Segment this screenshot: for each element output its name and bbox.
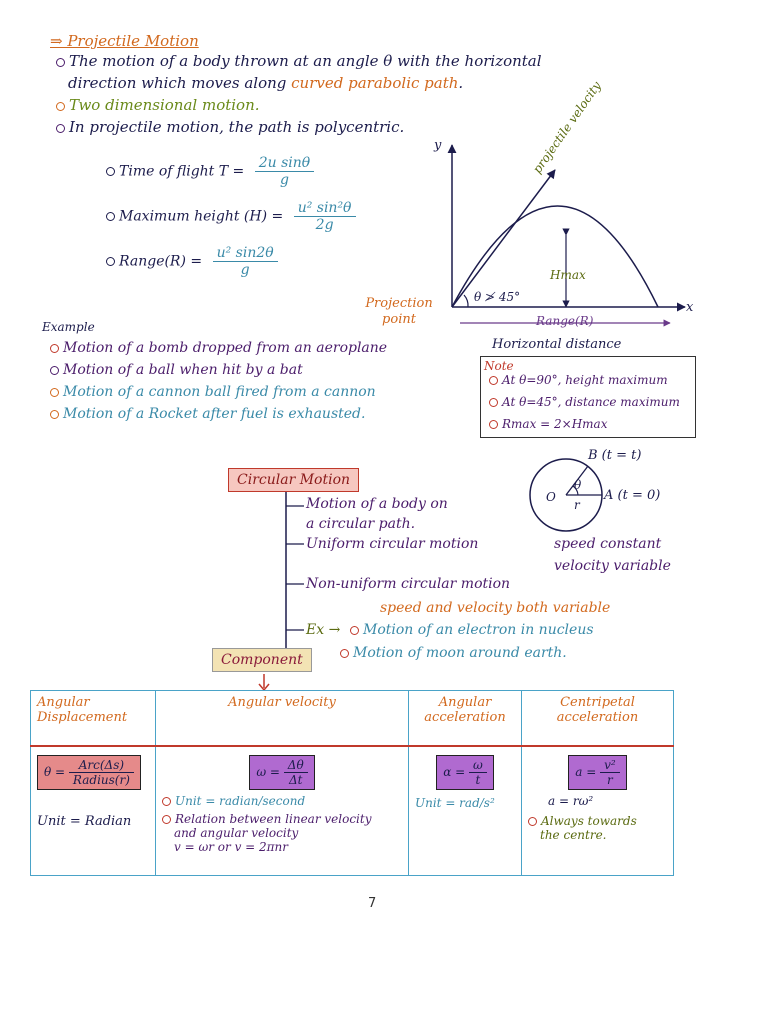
col-angular-displacement-head: Angular Displacement [30, 690, 156, 747]
speed-velocity-variable: speed and velocity both variable [380, 600, 611, 616]
col-centripetal-head: Centripetal acceleration [521, 690, 674, 747]
circle-radius-label: r [574, 498, 580, 512]
non-uniform-circular: Non-uniform circular motion [306, 576, 511, 592]
circle-point-a: A (t = 0) [604, 488, 661, 503]
velocity-relation-3: v = ωr or v = 2πnr [174, 840, 289, 854]
circle-diagram [529, 458, 603, 532]
note-title: Note [484, 359, 514, 373]
y-axis-label: y [434, 138, 442, 153]
example-item-2: Motion of a ball when hit by a bat [50, 362, 303, 378]
projectile-graph [447, 144, 686, 327]
velocity-vector [451, 169, 556, 308]
velocity-variable: velocity variable [554, 558, 671, 574]
displacement-unit: Unit = Radian [37, 814, 132, 829]
circle-point-b: B (t = t) [588, 448, 642, 463]
example-moon: Motion of moon around earth. [340, 645, 567, 661]
projectile-line3: In projectile motion, the path is polyce… [56, 118, 404, 136]
col-angular-displacement-body: θ = Arc(Δs)Radius(r) Unit = Radian [30, 745, 156, 876]
note-item-2: At θ=45°, distance maximum [489, 395, 680, 409]
circle-theta-label: θ [574, 478, 582, 492]
centripetal-note-2: the centre. [540, 828, 607, 842]
uniform-circular: Uniform circular motion [306, 536, 479, 552]
example-arrow: Ex → [306, 622, 341, 638]
displacement-formula: θ = Arc(Δs)Radius(r) [37, 755, 141, 790]
speed-constant: speed constant [554, 536, 662, 552]
example-title: Example [42, 320, 95, 334]
acceleration-unit: Unit = rad/s² [415, 796, 495, 810]
projectile-line1a: The motion of a body thrown at an angle … [56, 52, 542, 70]
projectile-heading: ⇒ Projectile Motion [50, 32, 199, 50]
note-item-1: At θ=90°, height maximum [489, 373, 668, 387]
projection-point-label: Projection point [365, 296, 433, 327]
velocity-relation-1: Relation between linear velocity [162, 812, 402, 826]
parabolic-path [451, 205, 659, 308]
page-number: 7 [368, 896, 377, 911]
circular-tree-lines [285, 492, 304, 652]
example-item-1: Motion of a bomb dropped from an aeropla… [50, 340, 387, 356]
circular-def-a: Motion of a body on [306, 496, 448, 512]
angle-arc [463, 294, 469, 308]
angle-label: θ ≯ 45° [474, 290, 521, 304]
range-label: Range(R) [536, 314, 594, 328]
centripetal-formula-2: a = rω² [548, 794, 594, 808]
x-axis-label: x [686, 300, 694, 315]
horizontal-distance: Horizontal distance [492, 337, 622, 352]
component-table: Angular Displacement Angular velocity An… [30, 690, 674, 876]
col-angular-acceleration-head: Angular acceleration [408, 690, 522, 747]
centripetal-note-1: Always towards [528, 814, 667, 828]
velocity-relation-2: and angular velocity [174, 826, 299, 840]
velocity-unit: Unit = radian/second [162, 794, 402, 808]
hmax-label: Hmax [550, 268, 586, 282]
col-angular-velocity-head: Angular velocity [155, 690, 409, 747]
projectile-line1b: direction which moves along curved parab… [68, 74, 464, 92]
projectile-line2: Two dimensional motion. [56, 96, 260, 114]
note-item-3: Rmax = 2×Hmax [489, 417, 607, 431]
example-item-3: Motion of a cannon ball fired from a can… [50, 384, 376, 400]
circular-def-b: a circular path. [306, 516, 416, 532]
example-item-4: Motion of a Rocket after fuel is exhaust… [50, 406, 365, 422]
circular-motion-title: Circular Motion [228, 468, 360, 492]
circle-center-label: O [546, 490, 556, 504]
note-box: Note At θ=90°, height maximum At θ=45°, … [480, 356, 696, 438]
component-title: Component [212, 648, 312, 672]
example-electron: Motion of an electron in nucleus [350, 622, 594, 638]
component-arrow [258, 674, 270, 692]
